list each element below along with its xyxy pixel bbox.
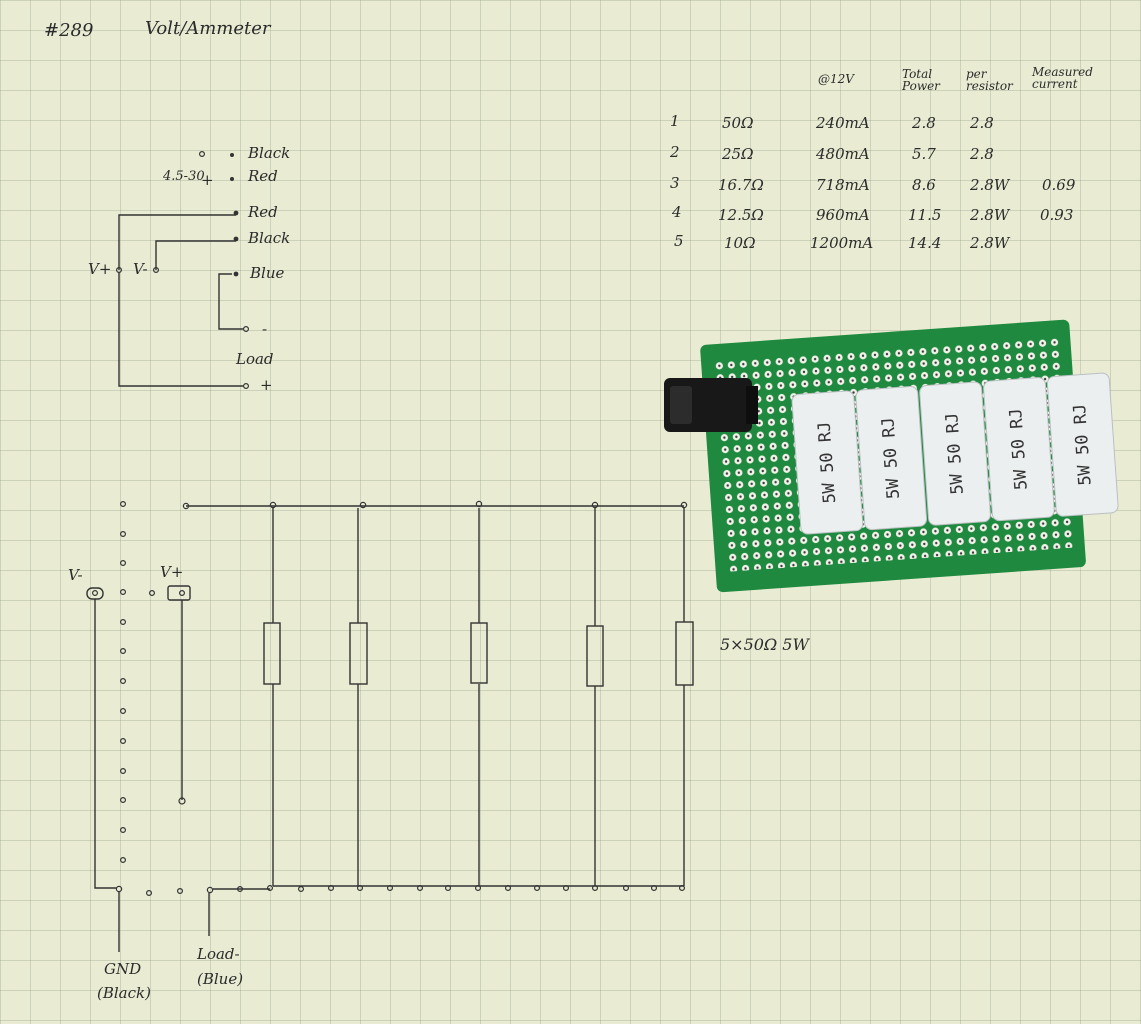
node-label-v-plus: V+ xyxy=(88,260,112,278)
row-resistance: 12.5Ω xyxy=(718,206,764,224)
row-per-resistor: 2.8W xyxy=(970,234,1010,252)
schematic-v-minus-label: V- xyxy=(68,566,83,584)
table-header-measured-current: Measured current xyxy=(1032,65,1093,91)
row-total-power: 14.4 xyxy=(908,234,942,252)
row-resistance: 10Ω xyxy=(724,234,756,252)
row-total-power: 2.8 xyxy=(912,114,936,132)
terminal-dot xyxy=(233,236,239,242)
wire-label-black-2: Black xyxy=(248,229,291,247)
load-label: Load xyxy=(236,350,274,368)
terminal-dot xyxy=(233,271,239,277)
load-plus-wire xyxy=(118,272,243,387)
page-number: #289 xyxy=(44,20,94,41)
load-color-label: (Blue) xyxy=(197,970,244,988)
v-plus-terminal xyxy=(167,585,191,601)
row-resistance: 25Ω xyxy=(722,145,754,163)
schematic-v-plus-label: V+ xyxy=(160,563,184,581)
row-resistance: 16.7Ω xyxy=(718,176,764,194)
load-plus-node xyxy=(243,383,250,390)
row-measured: 0.69 xyxy=(1042,176,1076,194)
load-plus-sign: + xyxy=(260,376,273,394)
row-total-power: 8.6 xyxy=(912,176,936,194)
power-resistor: 5W 50 RJ xyxy=(855,386,928,531)
gnd-color-label: (Black) xyxy=(97,984,151,1002)
row-number: 2 xyxy=(670,143,680,161)
v-minus-wire xyxy=(155,240,236,270)
terminal-dot xyxy=(230,177,234,181)
resistor xyxy=(470,508,488,886)
row-per-resistor: 2.8W xyxy=(970,176,1010,194)
row-number: 4 xyxy=(672,203,682,221)
row-number: 5 xyxy=(674,232,684,250)
v-minus-trace xyxy=(94,599,117,889)
row-total-power: 11.5 xyxy=(908,206,942,224)
load-minus-label: Load- xyxy=(197,945,240,963)
pad-column xyxy=(119,501,126,863)
input-range-label: 4.5-30 xyxy=(163,169,205,184)
resistor xyxy=(586,508,604,886)
wire-label-blue: Blue xyxy=(250,264,285,282)
terminal-dot xyxy=(230,153,234,157)
row-current: 1200mA xyxy=(810,234,874,252)
row-measured: 0.93 xyxy=(1040,206,1074,224)
power-resistor: 5W 50 RJ xyxy=(983,377,1055,522)
row-total-power: 5.7 xyxy=(912,145,936,163)
terminal-dot xyxy=(199,151,206,158)
load-minus-node xyxy=(243,326,250,333)
wire-label-red: Red xyxy=(248,203,278,221)
dc-jack xyxy=(664,378,758,432)
row-number: 3 xyxy=(670,174,680,192)
row-number: 1 xyxy=(670,112,680,130)
page-title: Volt/Ammeter xyxy=(145,18,271,39)
v-plus-wire xyxy=(118,214,236,270)
row-current: 960mA xyxy=(816,206,870,224)
wire-label-black: Black xyxy=(248,144,291,162)
table-header-voltage: @12V xyxy=(818,72,854,86)
row-current: 718mA xyxy=(816,176,870,194)
power-resistor: 5W 50 RJ xyxy=(791,390,864,535)
row-per-resistor: 2.8W xyxy=(970,206,1010,224)
table-header-total-power: Total Power xyxy=(902,67,940,93)
row-current: 480mA xyxy=(816,145,870,163)
wire-label-red-top: Red xyxy=(248,167,278,185)
row-resistance: 50Ω xyxy=(722,114,754,132)
power-resistor: 5W 50 RJ xyxy=(919,381,991,526)
gnd-label: GND xyxy=(104,960,142,978)
node-label-v-minus: V- xyxy=(133,260,148,278)
bottom-pads xyxy=(115,884,685,896)
resistor-note: 5×50Ω 5W xyxy=(720,635,809,654)
load-minus-sign: - xyxy=(262,320,268,338)
row-per-resistor: 2.8 xyxy=(970,145,994,163)
input-plus-label: + xyxy=(201,171,214,189)
row-per-resistor: 2.8 xyxy=(970,114,994,132)
blue-wire xyxy=(218,273,243,330)
table-header-per-resistor: per resistor xyxy=(966,67,1013,93)
resistor xyxy=(263,508,281,886)
resistor xyxy=(675,508,694,886)
power-resistor: 5W 50 RJ xyxy=(1046,372,1119,517)
row-current: 240mA xyxy=(816,114,870,132)
resistor xyxy=(349,508,368,886)
terminal-dot xyxy=(233,210,239,216)
v-minus-node xyxy=(153,267,160,274)
